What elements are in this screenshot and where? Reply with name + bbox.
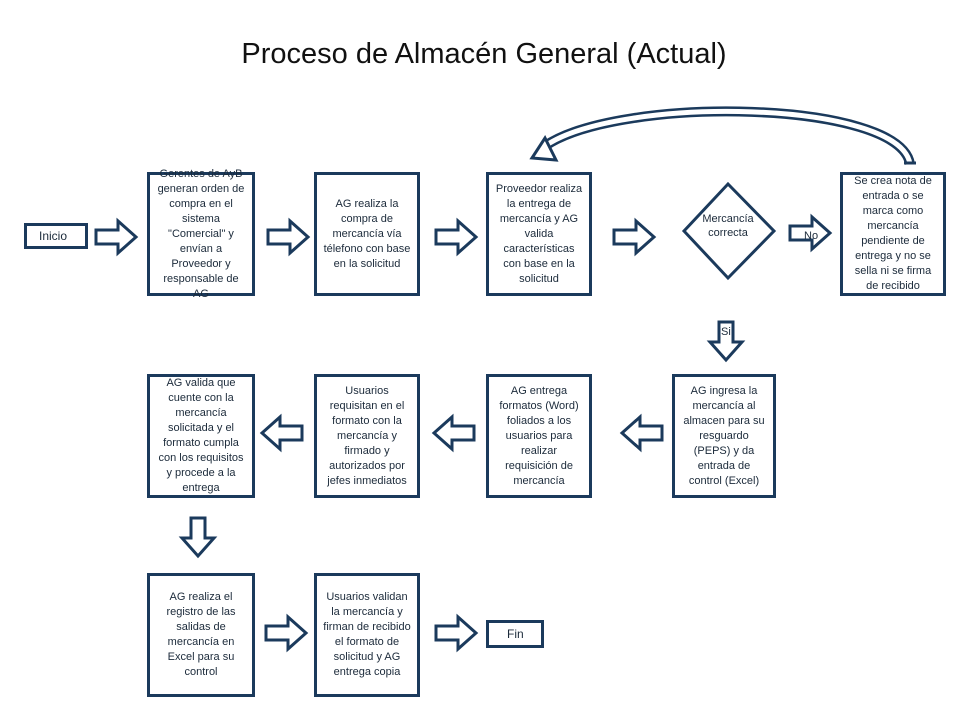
arrow-registro-to-usuarios bbox=[264, 615, 308, 651]
start-node-label: Inicio bbox=[39, 228, 68, 243]
process-gerentes: Gerentes de AyB generan orden de compra … bbox=[147, 168, 255, 300]
process-requisitan: Usuarios requisitan en el formato con la… bbox=[314, 374, 420, 498]
process-valida: AG valida que cuente con la mercancía so… bbox=[147, 374, 255, 498]
process-registro: AG realiza el registro de las salidas de… bbox=[147, 573, 255, 697]
process-registro-label: AG realiza el registro de las salidas de… bbox=[166, 591, 236, 678]
process-usuarios-validan-label: Usuarios validan la mercancía y firman d… bbox=[323, 591, 411, 678]
arrow-valida-to-registro bbox=[180, 516, 216, 558]
process-gerentes-label: Gerentes de AyB generan orden de compra … bbox=[157, 167, 245, 300]
arrow-compra-to-proveedor bbox=[434, 219, 478, 255]
arrow-inicio-to-gerentes bbox=[94, 219, 138, 255]
end-node: Fin bbox=[486, 620, 544, 648]
arrow-formatos-to-requisitan bbox=[432, 415, 476, 451]
decision-label: Mercancía correcta bbox=[702, 213, 754, 239]
arrow-proveedor-to-decision bbox=[612, 219, 656, 255]
process-proveedor: Proveedor realiza la entrega de mercancí… bbox=[486, 172, 592, 296]
loop-back-arrow-body bbox=[543, 109, 913, 165]
start-node: Inicio bbox=[24, 223, 88, 249]
process-nota-label: Se crea nota de entrada o se marca como … bbox=[854, 175, 932, 292]
arrow-requisitan-to-valida bbox=[260, 415, 304, 451]
process-ag-compra-label: AG realiza la compra de mercancía vía té… bbox=[323, 197, 411, 270]
arrow-ingresa-to-formatos bbox=[620, 415, 664, 451]
process-proveedor-label: Proveedor realiza la entrega de mercancí… bbox=[495, 182, 583, 285]
process-valida-label: AG valida que cuente con la mercancía so… bbox=[158, 377, 244, 494]
decision-diamond bbox=[681, 181, 777, 281]
process-formatos: AG entrega formatos (Word) foliados a lo… bbox=[486, 374, 592, 498]
process-nota: Se crea nota de entrada o se marca como … bbox=[840, 172, 946, 296]
process-formatos-label: AG entrega formatos (Word) foliados a lo… bbox=[499, 384, 579, 487]
edge-label-si: Si bbox=[721, 326, 731, 338]
loop-back-arrow-head bbox=[529, 134, 559, 162]
arrow-gerentes-to-compra bbox=[266, 219, 310, 255]
diagram-title: Proceso de Almacén General (Actual) bbox=[241, 38, 727, 70]
process-ingresa-label: AG ingresa la mercancía al almacen para … bbox=[683, 384, 765, 487]
process-requisitan-label: Usuarios requisitan en el formato con la… bbox=[327, 384, 407, 487]
end-node-label: Fin bbox=[507, 626, 524, 641]
arrow-usuarios-to-fin bbox=[434, 615, 478, 651]
process-ingresa: AG ingresa la mercancía al almacen para … bbox=[672, 374, 776, 498]
process-ag-compra: AG realiza la compra de mercancía vía té… bbox=[314, 172, 420, 296]
process-usuarios-validan: Usuarios validan la mercancía y firman d… bbox=[314, 573, 420, 697]
loop-back-arrow-outline bbox=[542, 106, 915, 166]
edge-label-no: No bbox=[804, 230, 819, 242]
